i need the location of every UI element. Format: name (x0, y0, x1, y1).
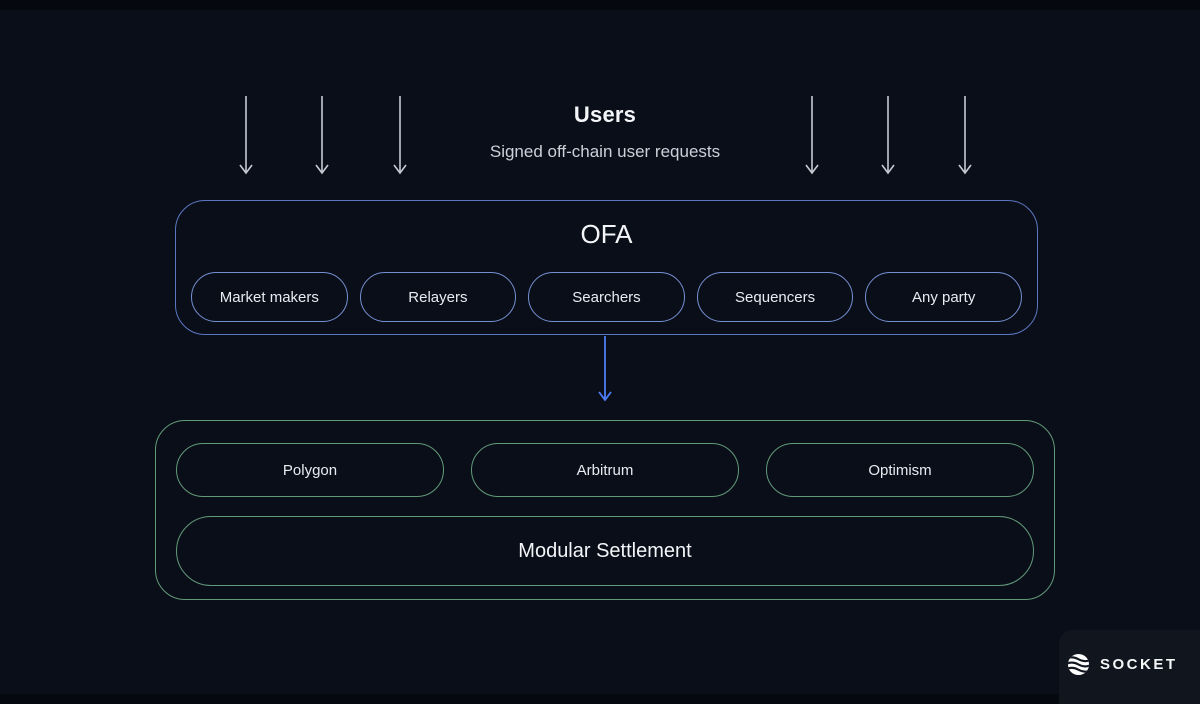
chains-row: Polygon Arbitrum Optimism (176, 443, 1034, 497)
ofa-title: OFA (580, 219, 633, 249)
modular-settlement-bar: Modular Settlement (176, 516, 1034, 586)
users-heading-block: Users Signed off-chain user requests (385, 102, 825, 162)
participant-pill-any-party: Any party (865, 272, 1022, 322)
down-arrow-icon (393, 96, 407, 175)
chain-pill-polygon: Polygon (176, 443, 444, 497)
participant-pill-searchers: Searchers (528, 272, 685, 322)
down-arrow-icon (805, 96, 819, 175)
chain-pill-optimism: Optimism (766, 443, 1034, 497)
down-arrow-icon (881, 96, 895, 175)
down-arrow-icon (239, 96, 253, 175)
participant-pill-relayers: Relayers (359, 272, 517, 322)
blue-down-arrow-icon (598, 336, 612, 402)
participant-pill-market-makers: Market makers (191, 272, 348, 322)
users-title: Users (573, 102, 637, 127)
bottom-letterbox-strip (0, 694, 1200, 704)
brand-name: SOCKET (1100, 655, 1178, 673)
top-letterbox-strip (0, 0, 1200, 10)
users-subtitle: Signed off-chain user requests (489, 142, 721, 161)
ofa-participants-row: Market makers Relayers Searchers Sequenc… (191, 272, 1022, 322)
chain-pill-arbitrum: Arbitrum (471, 443, 739, 497)
brand-panel: SOCKET (1059, 630, 1200, 704)
socket-wave-sphere-icon (1067, 653, 1090, 675)
down-arrow-icon (958, 96, 972, 175)
ofa-container: OFA Market makers Relayers Searchers Seq… (175, 200, 1038, 335)
participant-pill-sequencers: Sequencers (696, 272, 854, 322)
settlement-container: Polygon Arbitrum Optimism Modular Settle… (155, 420, 1055, 600)
down-arrow-icon (315, 96, 329, 175)
